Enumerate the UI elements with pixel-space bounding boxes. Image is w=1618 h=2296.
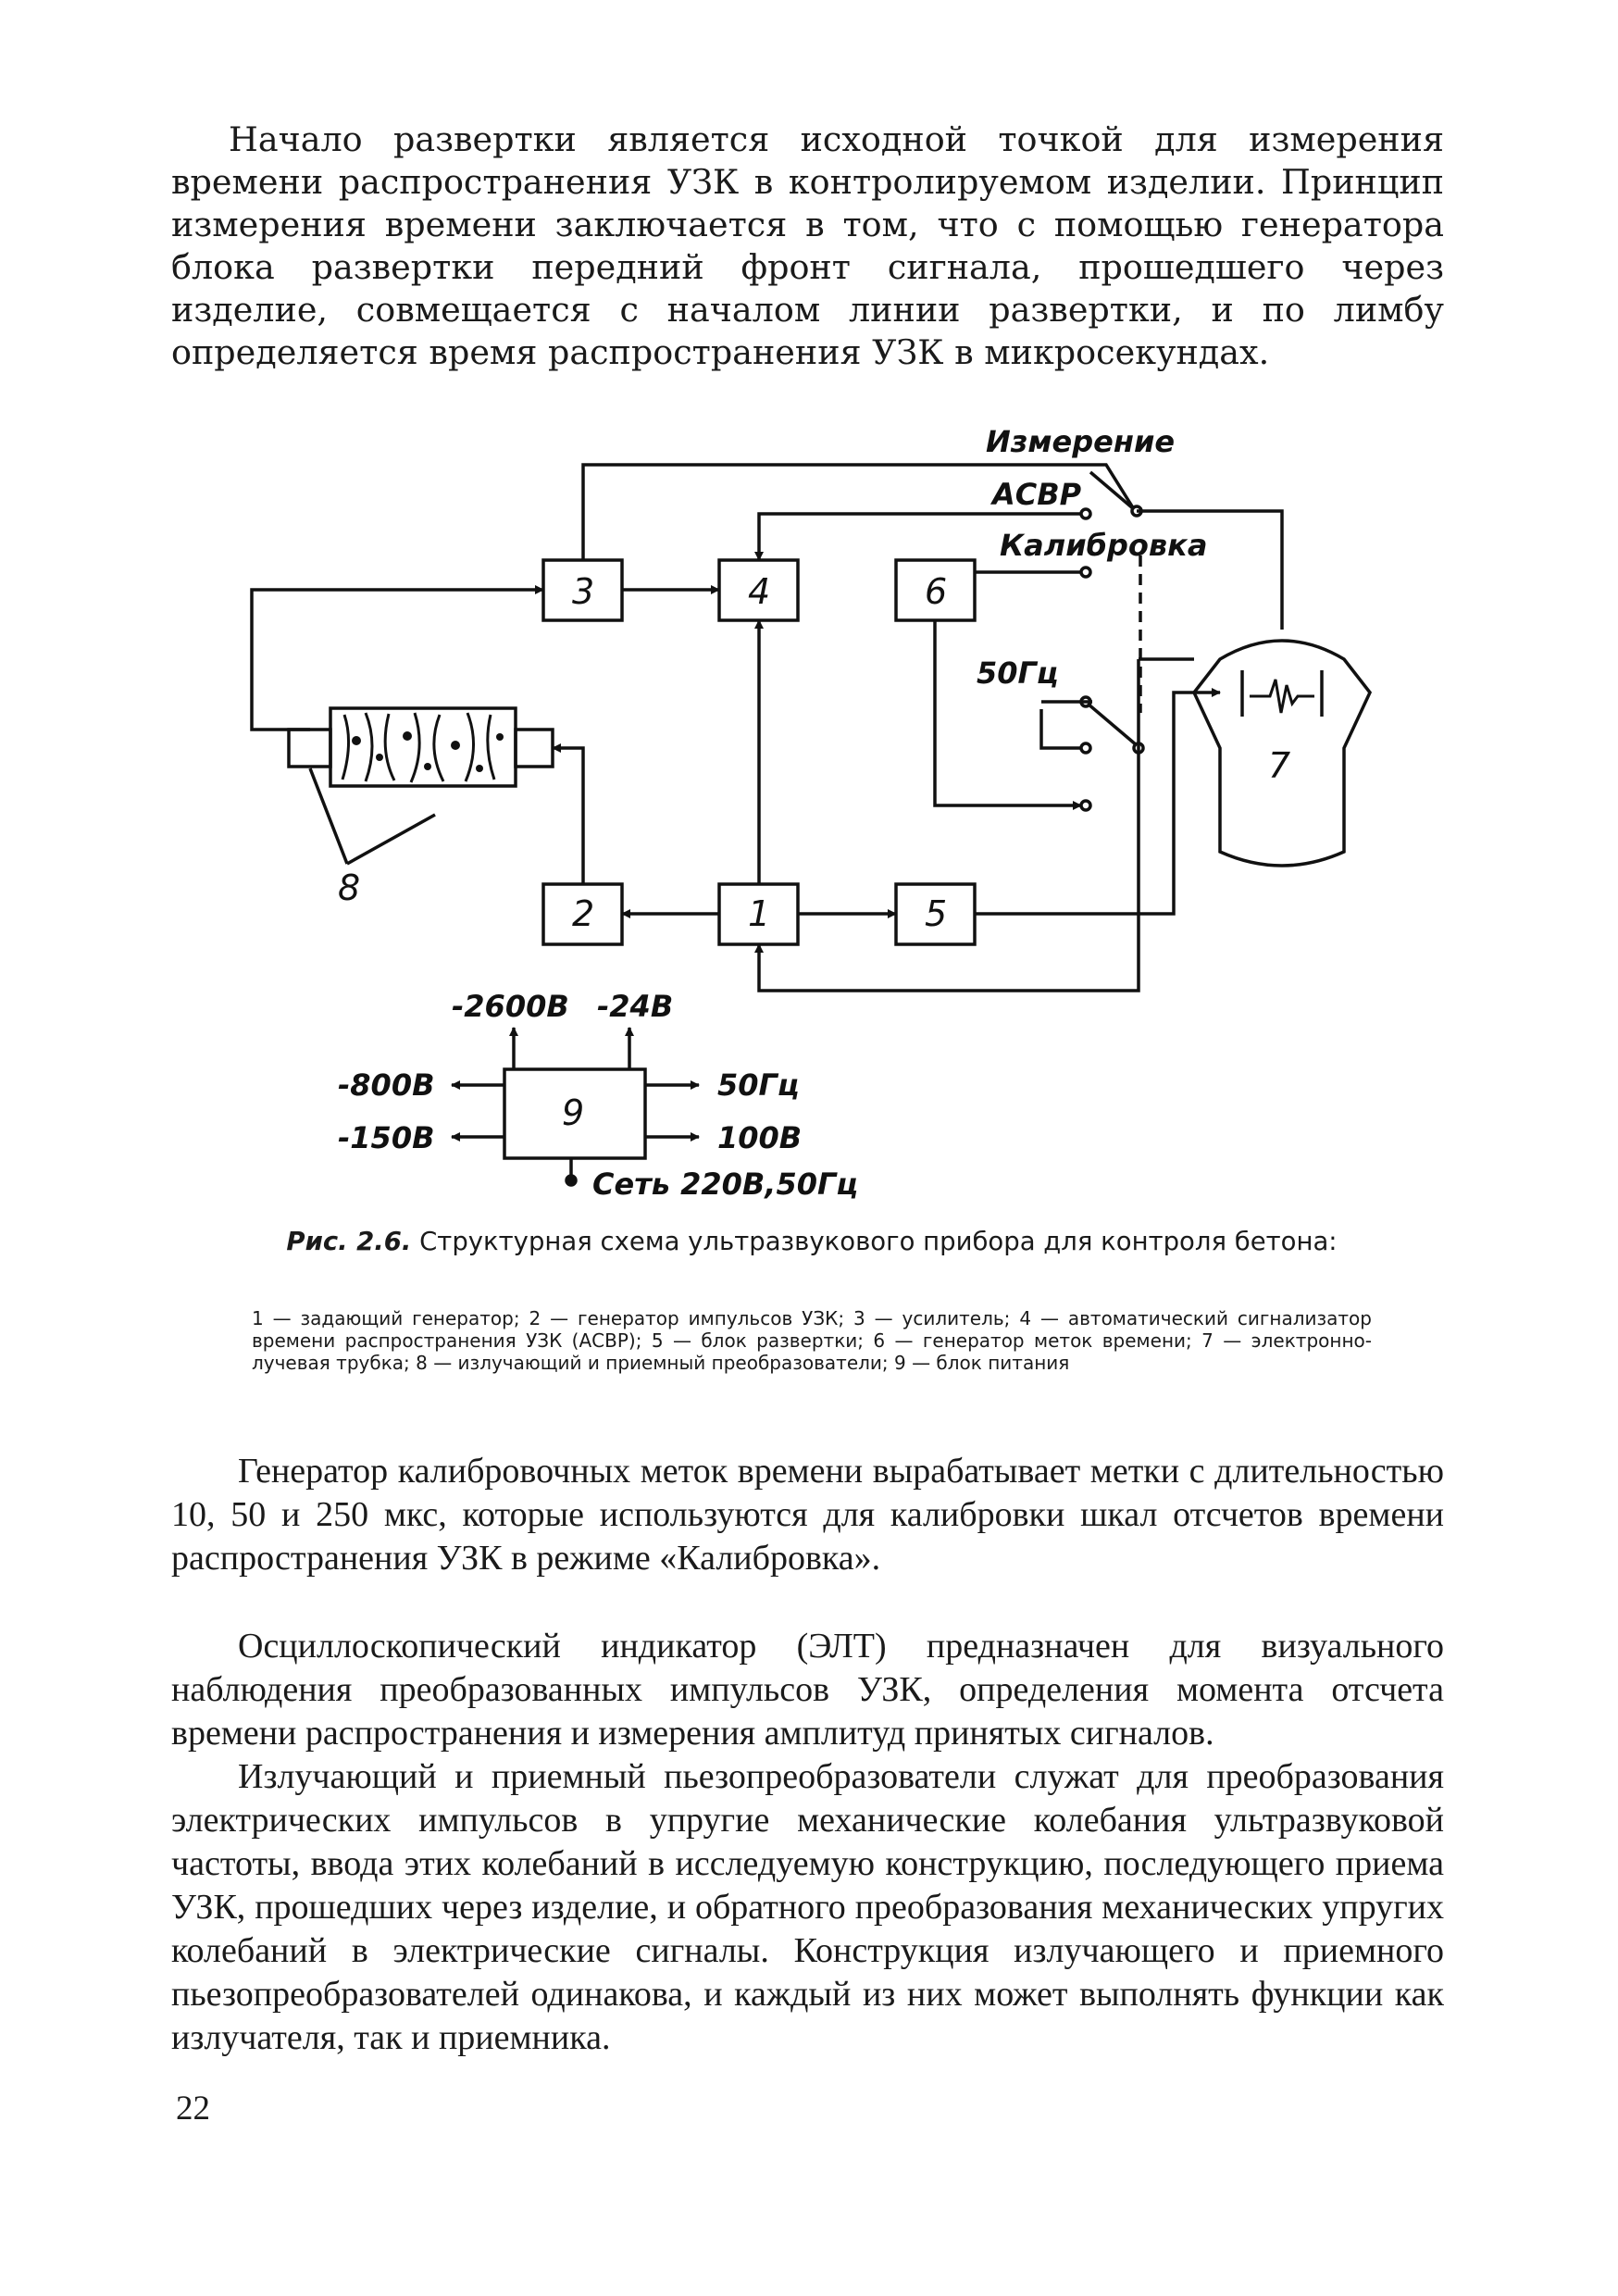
block-5-label: 5 xyxy=(925,893,947,934)
label-asvr: АСВР xyxy=(989,477,1082,512)
figure-legend: 1 — задающий генератор; 2 — генератор им… xyxy=(252,1307,1372,1374)
intro-paragraph: Начало развертки является исходной точко… xyxy=(171,119,1444,372)
block-2-label: 2 xyxy=(572,893,594,934)
power-100v: 100В xyxy=(717,1120,802,1155)
figure-number: Рис. 2.6. xyxy=(286,1227,412,1256)
crt-tube xyxy=(1191,639,1373,867)
label-calibration: Калибровка xyxy=(1000,528,1207,563)
block-3-label: 3 xyxy=(572,571,594,612)
power-150v: -150В xyxy=(338,1120,434,1155)
power-2600v: -2600В xyxy=(452,989,569,1024)
paragraph-transducers: Излучающий и приемный пьезопреобразовате… xyxy=(171,1757,1444,2057)
block-4-label: 4 xyxy=(748,571,770,612)
block-diagram: Измерение АСВР Калибровка 50Гц 3 4 6 2 1… xyxy=(250,424,1373,1202)
figure-caption: Рис. 2.6. Структурная схема ультразвуков… xyxy=(252,1227,1372,1256)
concrete-specimen xyxy=(287,706,554,788)
power-24v: -24В xyxy=(597,989,673,1024)
power-mains: Сеть 220В,50Гц xyxy=(592,1167,858,1202)
label-measurement: Измерение xyxy=(986,424,1175,459)
paragraph-calibration-generator: Генератор калибровочных меток времени вы… xyxy=(171,1452,1444,1578)
block-1-label: 1 xyxy=(748,893,770,934)
block-6-label: 6 xyxy=(925,571,947,612)
paragraph-crt-indicator: Осциллоскопический индикатор (ЭЛТ) предн… xyxy=(171,1627,1444,1753)
power-800v: -800В xyxy=(338,1067,434,1103)
page-number: 22 xyxy=(176,2090,210,2128)
block-9-power-supply xyxy=(503,1067,647,1160)
label-50hz-switch: 50Гц xyxy=(977,655,1059,691)
block-7-label: 7 xyxy=(1268,745,1290,786)
figure-title: Структурная схема ультразвукового прибор… xyxy=(419,1227,1338,1256)
power-50hz: 50Гц xyxy=(717,1067,800,1103)
block-8-label: 8 xyxy=(338,867,360,908)
block-9-label: 9 xyxy=(562,1092,584,1133)
